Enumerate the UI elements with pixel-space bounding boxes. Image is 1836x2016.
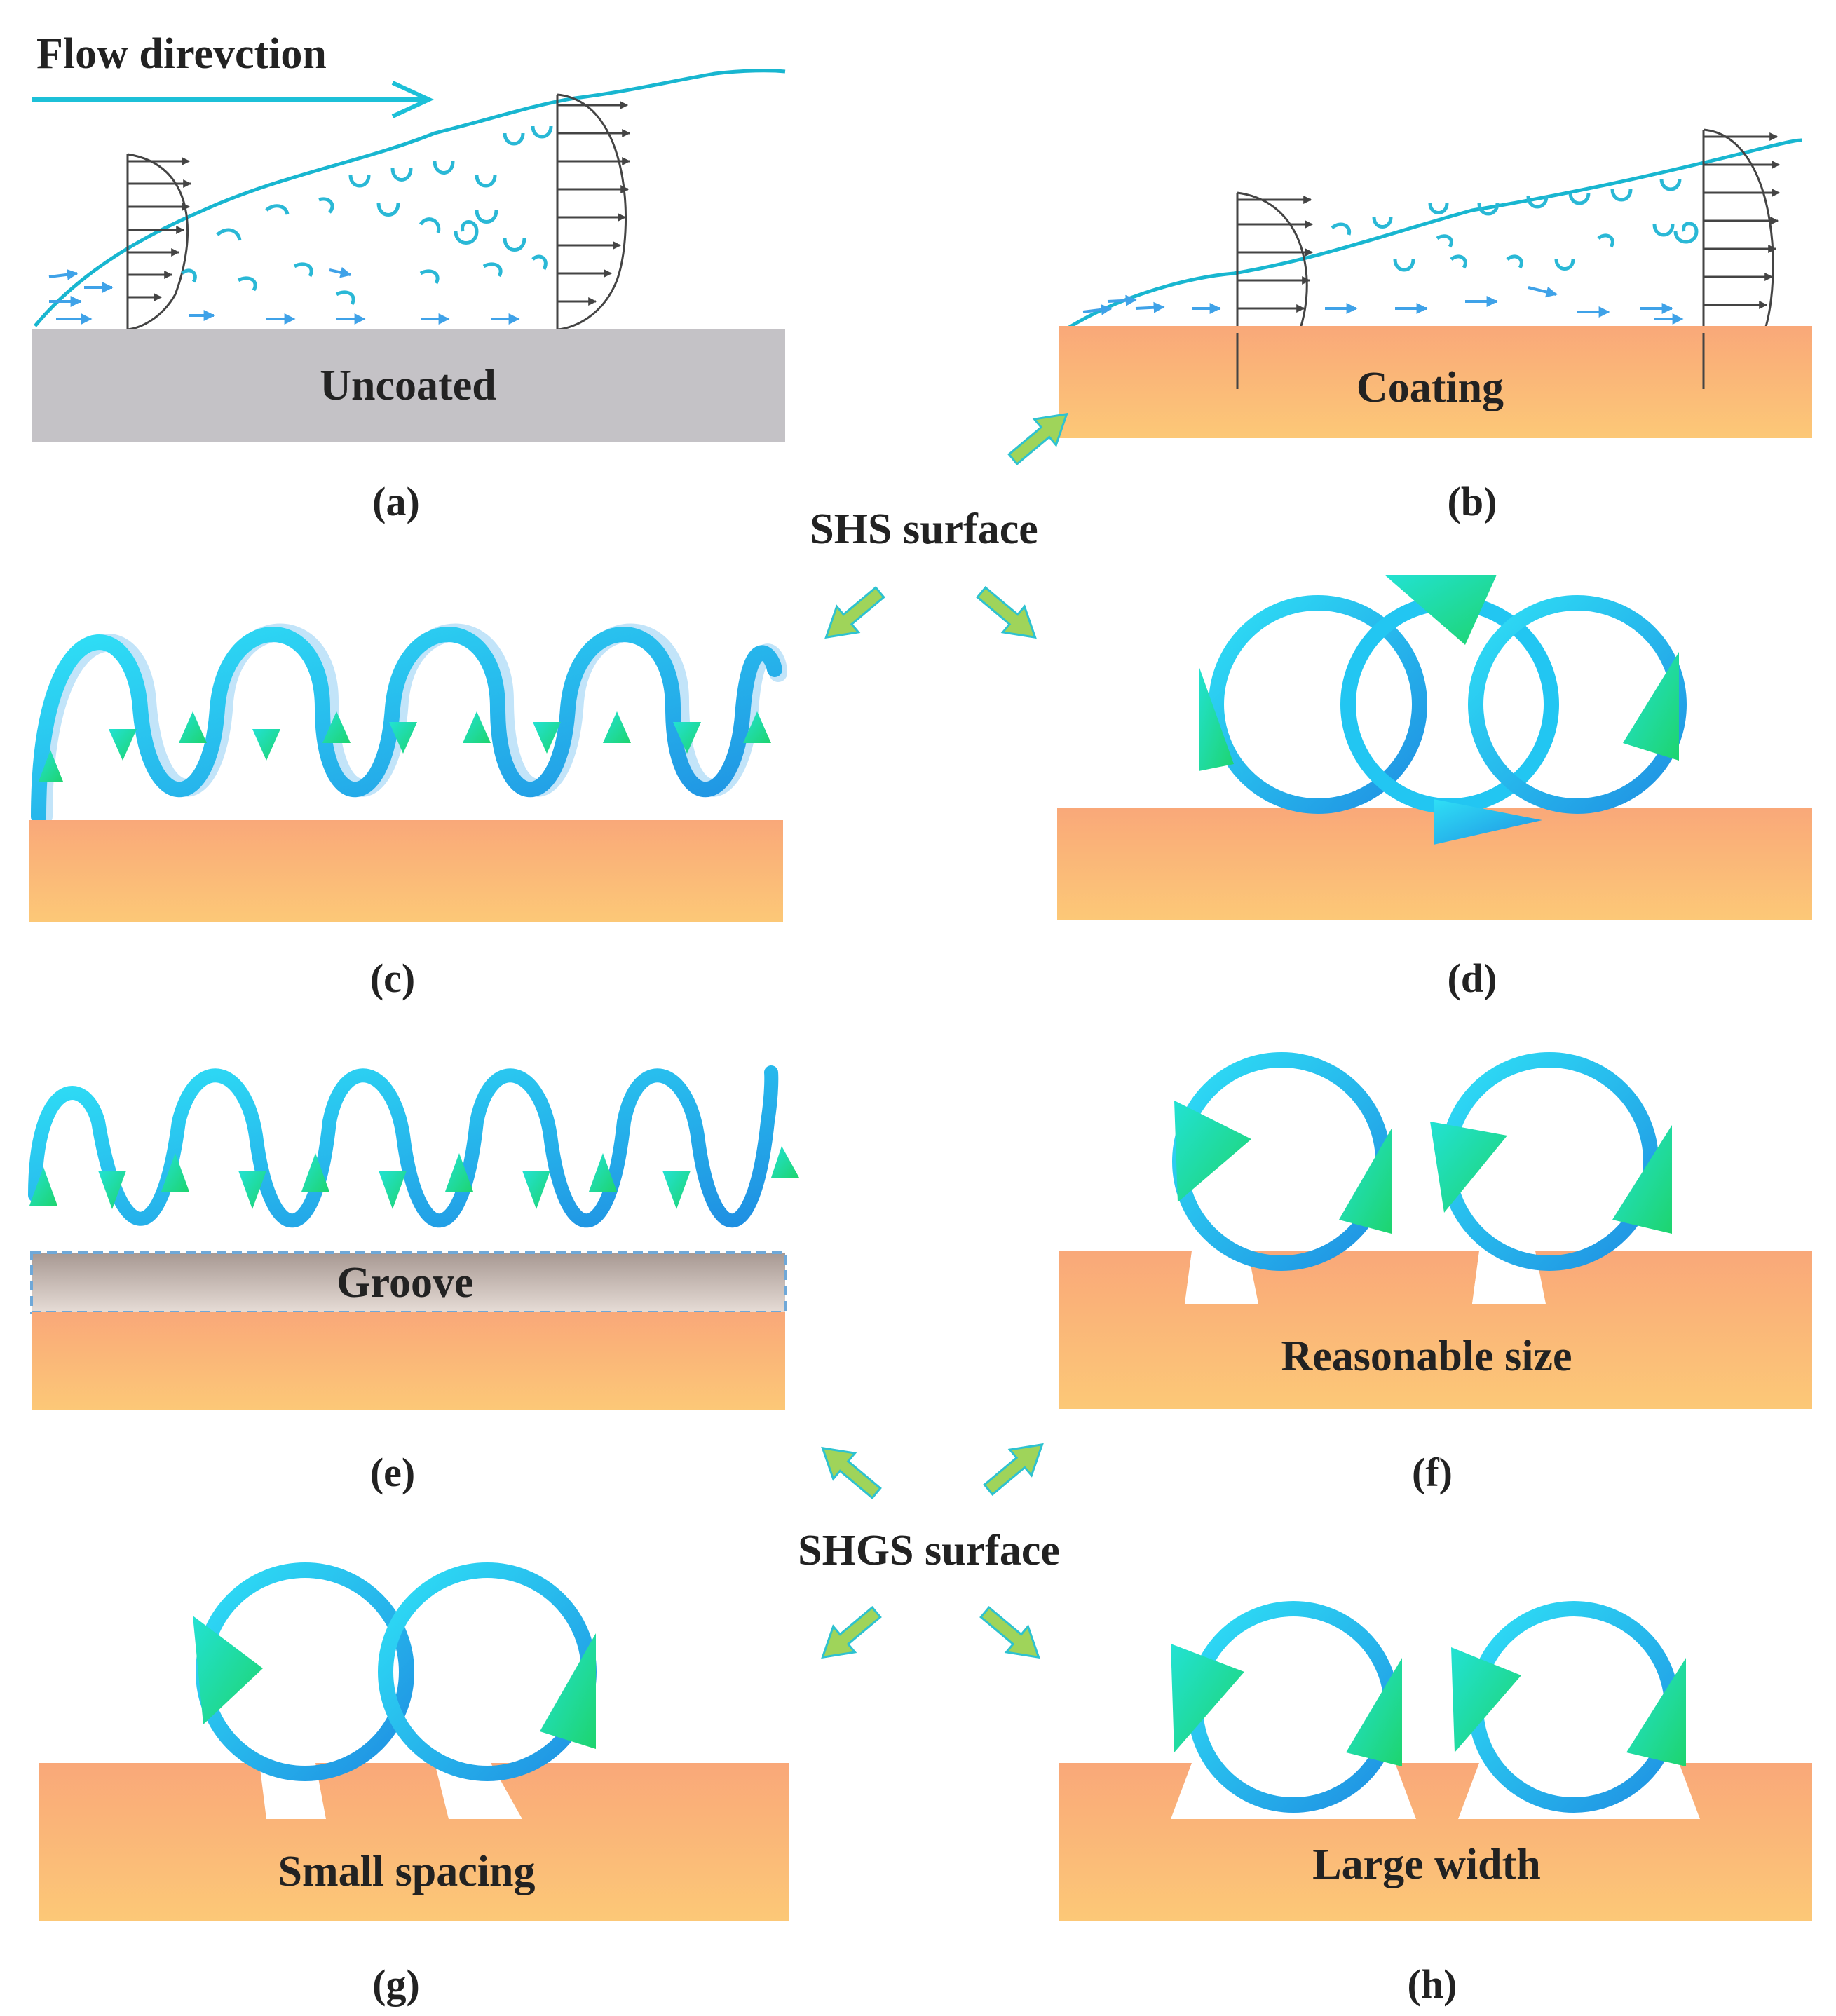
turbulent-eddies [181, 125, 553, 306]
arrow-to-f [983, 1443, 1044, 1497]
uncoated-surface [32, 329, 785, 442]
green-direction-arrows [193, 1616, 596, 1749]
shgs-surface-label: SHGS surface [798, 1527, 1060, 1574]
small-spacing-label: Small spacing [278, 1848, 536, 1895]
turbulent-eddies [1331, 178, 1699, 272]
arrow-to-d [976, 585, 1037, 639]
panel-f: Reasonable size (f) [1059, 1052, 1812, 1495]
coating-surface [1059, 326, 1812, 438]
panel-c: (c) [29, 623, 787, 1001]
bottom-flow-arrow [1434, 799, 1542, 845]
isolated-vortex-rings [1172, 1052, 1659, 1271]
flow-direction-arrow [32, 81, 435, 118]
pointer-arrows [821, 412, 1068, 1659]
caption-f: (f) [1412, 1450, 1453, 1495]
overlapping-vortex-rings [196, 1562, 597, 1781]
green-direction-arrows [1171, 1644, 1686, 1766]
shs-surface-label: SHS surface [810, 505, 1038, 553]
panel-b: Coating (b) [1059, 128, 1812, 524]
panel-a: Flow direvction [32, 30, 786, 524]
green-direction-arrows [39, 711, 771, 782]
panel-g: Small spacing (g) [39, 1562, 789, 2007]
coating-surface [1059, 1251, 1812, 1409]
green-direction-arrows [29, 1146, 799, 1209]
uncoated-label: Uncoated [320, 362, 496, 409]
coating-surface [39, 1763, 789, 1921]
coating-label: Coating [1356, 364, 1504, 411]
green-direction-arrows [1174, 1101, 1672, 1234]
groove-label: Groove [336, 1259, 473, 1307]
velocity-profile-left [126, 153, 192, 331]
near-wall-flow-arrows [48, 266, 520, 325]
groove-cavity [435, 1763, 522, 1819]
groove-layer [30, 1251, 787, 1314]
panel-h: Large width (h) [1059, 1601, 1812, 2007]
caption-e: (e) [370, 1450, 415, 1495]
arrow-to-h [979, 1605, 1040, 1659]
boundary-layer-edge [34, 69, 786, 327]
large-width-label: Large width [1312, 1841, 1541, 1888]
caption-h: (h) [1408, 1961, 1457, 2007]
caption-b: (b) [1448, 479, 1497, 524]
coating-surface [29, 820, 783, 922]
near-wall-flow-arrows [1082, 286, 1684, 325]
streak-vortices [31, 623, 787, 826]
arrow-to-c [824, 585, 885, 639]
caption-d: (d) [1448, 955, 1497, 1001]
arrow-to-g [821, 1605, 882, 1659]
caption-a: (a) [372, 479, 420, 524]
flow-direction-label: Flow direvction [36, 30, 327, 78]
overlapping-vortex-rings [1209, 595, 1687, 814]
streak-vortex [28, 1065, 779, 1228]
groove-cavity [1185, 1251, 1258, 1304]
caption-c: (c) [370, 955, 415, 1001]
green-direction-arrows [1199, 575, 1679, 771]
panel-e: Groove (e) [28, 1065, 799, 1495]
panel-d: (d) [1057, 575, 1812, 1001]
arrow-to-e [821, 1446, 882, 1500]
arrow-to-b [1007, 412, 1068, 466]
velocity-profile-right [556, 93, 631, 331]
reasonable-size-label: Reasonable size [1281, 1333, 1572, 1380]
caption-g: (g) [372, 1961, 420, 2007]
coating-surface [32, 1312, 785, 1410]
boundary-layer-edge [1064, 138, 1802, 332]
